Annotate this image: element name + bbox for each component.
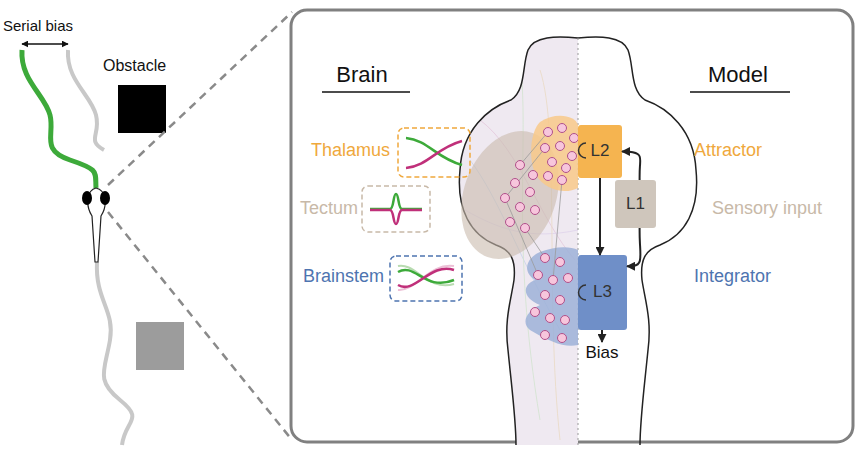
text-label: Attractor bbox=[694, 141, 762, 161]
tuning-curve bbox=[398, 269, 454, 287]
node-label: L3 bbox=[593, 283, 612, 302]
tuning-curve bbox=[370, 210, 422, 224]
neuron bbox=[501, 194, 510, 203]
neuron-texture bbox=[440, 30, 578, 450]
past-trajectory bbox=[97, 262, 133, 445]
neuron bbox=[534, 271, 543, 280]
neuron bbox=[541, 144, 550, 153]
past-obstacle-square bbox=[136, 322, 184, 370]
node-label: L2 bbox=[591, 142, 610, 161]
tuning-curve bbox=[406, 138, 462, 165]
neuron bbox=[516, 161, 525, 170]
header-underline bbox=[322, 91, 410, 93]
neuron bbox=[516, 203, 525, 212]
recurrent-loop bbox=[579, 143, 586, 158]
tuning-icon-box bbox=[362, 186, 430, 232]
tuning-icon-box bbox=[390, 256, 462, 301]
neuron bbox=[511, 179, 520, 188]
neuron bbox=[546, 314, 555, 323]
previous-trajectory bbox=[68, 50, 104, 150]
neuron bbox=[561, 316, 570, 325]
connection-arrow bbox=[622, 152, 640, 181]
header-underline bbox=[690, 91, 790, 93]
thalamus-region bbox=[531, 116, 578, 191]
model-layer-box: L3 bbox=[578, 255, 627, 330]
neuron bbox=[556, 258, 565, 267]
brainstem-region bbox=[525, 247, 578, 346]
neuron bbox=[521, 224, 530, 233]
text-label: Thalamus bbox=[311, 141, 390, 161]
zoom-leader bbox=[108, 12, 292, 185]
neuron bbox=[531, 308, 540, 317]
projection-line bbox=[505, 148, 545, 198]
neuron bbox=[558, 124, 567, 133]
neuron bbox=[558, 334, 567, 343]
tuning-curve bbox=[406, 141, 462, 168]
neuron bbox=[541, 331, 550, 340]
tuning-icon-box bbox=[398, 128, 470, 177]
neuron bbox=[531, 206, 540, 215]
text-label: Tectum bbox=[300, 199, 358, 219]
double-arrow bbox=[22, 43, 68, 45]
node-label: L1 bbox=[626, 195, 645, 214]
neuron bbox=[506, 218, 515, 227]
projection-line bbox=[525, 228, 545, 258]
neuron bbox=[562, 164, 571, 173]
current-trajectory bbox=[22, 50, 96, 188]
zoom-leader bbox=[108, 212, 292, 440]
projections bbox=[505, 132, 562, 280]
neuron bbox=[556, 142, 565, 151]
text-label: Bias bbox=[585, 344, 618, 363]
edge-group bbox=[600, 152, 640, 267]
midline bbox=[578, 38, 579, 445]
output-arrow bbox=[601, 330, 603, 342]
obstacle-square bbox=[118, 85, 166, 133]
fish-eye bbox=[100, 191, 110, 205]
neuron bbox=[541, 291, 550, 300]
tuning-curve bbox=[398, 266, 454, 290]
neuron bbox=[526, 188, 535, 197]
model-layer-box: L1 bbox=[615, 180, 656, 228]
neuron bbox=[558, 176, 567, 185]
model-layer-box: L2 bbox=[578, 125, 622, 178]
text-label: Obstacle bbox=[103, 57, 166, 75]
neurons bbox=[501, 124, 579, 343]
text-label: Integrator bbox=[694, 267, 771, 287]
connection-arrow bbox=[627, 228, 640, 266]
neuron bbox=[544, 172, 553, 181]
text-label: Model bbox=[708, 63, 768, 87]
text-label: Sensory input bbox=[712, 199, 822, 219]
neuron bbox=[568, 152, 577, 161]
neuron bbox=[529, 171, 538, 180]
text-label: Brainstem bbox=[303, 267, 384, 287]
fish-eye bbox=[82, 191, 92, 205]
neuron bbox=[549, 276, 558, 285]
recurrent-loop bbox=[579, 285, 586, 300]
neuron bbox=[556, 296, 565, 305]
neuron bbox=[564, 274, 573, 283]
connection-arrow bbox=[599, 178, 601, 255]
tuning-curve bbox=[370, 194, 422, 209]
neuron bbox=[541, 254, 550, 263]
text-label: Brain bbox=[336, 63, 387, 87]
neuron bbox=[548, 158, 557, 167]
neuron bbox=[544, 128, 553, 137]
text-label: Serial bias bbox=[3, 18, 73, 35]
